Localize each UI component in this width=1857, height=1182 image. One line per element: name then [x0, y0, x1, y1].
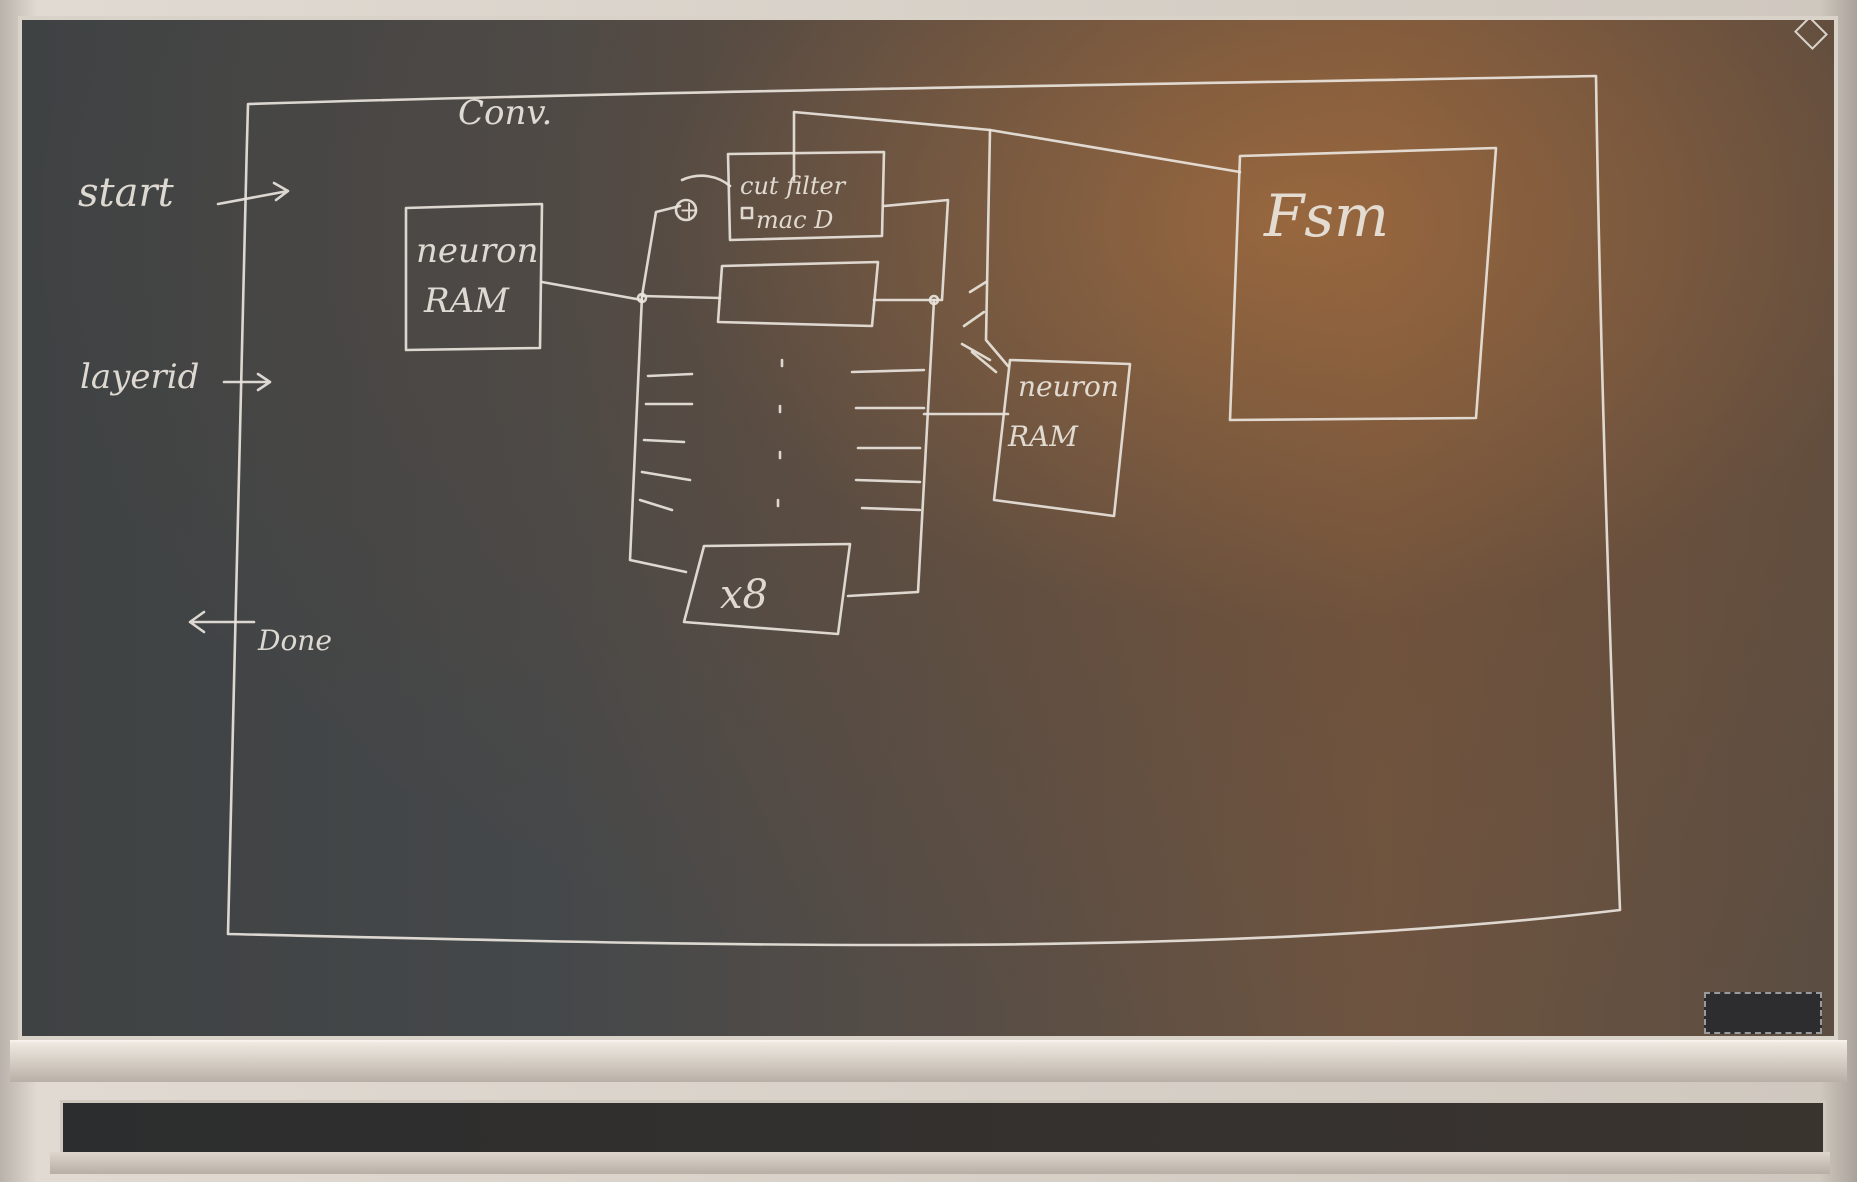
module-label: Conv.	[458, 93, 552, 133]
filter-block-port-icon	[740, 206, 754, 220]
array-rows-right	[850, 368, 926, 512]
processing-array-bus-left	[640, 204, 682, 298]
processing-array-right-rail	[846, 298, 936, 598]
wire-adder-to-filter	[680, 174, 732, 188]
input-arrow-layerid	[222, 372, 272, 392]
fsm-box	[1228, 146, 1498, 422]
replicate-label: x8	[720, 572, 768, 618]
input-arrow-start	[216, 181, 290, 206]
conv-module-outline	[226, 74, 1622, 947]
neuron-ram-right-box	[992, 358, 1132, 518]
array-dots	[776, 358, 784, 508]
wire-top-pe-left	[640, 294, 722, 300]
input-label-start: start	[78, 170, 175, 216]
control-wire-fsm	[792, 110, 1242, 182]
neuron-ram-left-line2: RAM	[423, 281, 510, 321]
chalk-tray	[10, 1040, 1847, 1082]
adder-symbol-icon	[674, 198, 698, 222]
input-label-layerid: layerid	[80, 357, 199, 397]
output-arrow-done	[188, 610, 256, 634]
adder-symbol-label: +	[679, 196, 699, 224]
junction-left	[636, 292, 648, 304]
junction-right	[928, 294, 940, 306]
board-label-sticker	[1704, 992, 1822, 1034]
processing-array-left-rail	[628, 294, 688, 574]
filter-block-box	[726, 150, 886, 242]
array-rows-left	[638, 372, 694, 512]
lower-chalkboard	[60, 1100, 1826, 1156]
neuron-ram-left-box	[404, 202, 544, 352]
neuron-ram-left-line1: neuron	[416, 231, 539, 271]
chalkboard	[18, 16, 1838, 1040]
fsm-label: Fsm	[1263, 182, 1389, 250]
replicate-box	[682, 542, 852, 636]
bus-width-marks	[960, 280, 998, 374]
processing-element-top	[716, 260, 880, 328]
filter-block-line2: mac D	[756, 206, 833, 234]
processing-array-bus-right	[872, 198, 950, 302]
lower-rail	[50, 1152, 1830, 1174]
neuron-ram-right-line1: neuron	[1018, 370, 1119, 403]
control-wire-vertical	[984, 128, 1010, 368]
wire-ram-left-to-bus	[540, 280, 644, 302]
output-label-done: Done	[257, 624, 332, 657]
neuron-ram-right-line2: RAM	[1007, 420, 1079, 453]
